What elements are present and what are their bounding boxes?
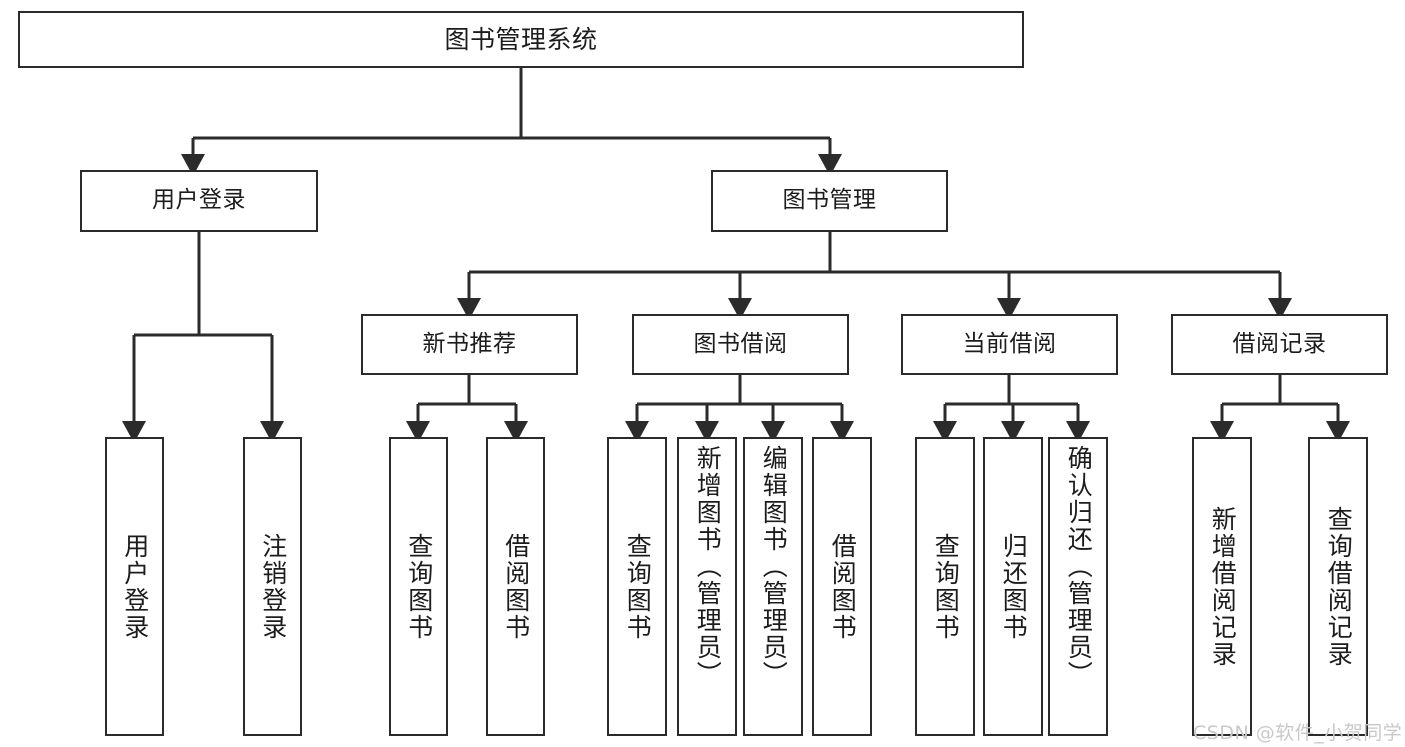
node-user-login[interactable]: 用户登录 (80, 170, 318, 232)
node-leaf-add-borrow-record[interactable]: 新增借阅记录 (1192, 437, 1252, 736)
node-book-borrow[interactable]: 图书借阅 (632, 314, 849, 375)
node-leaf-query-book-recommend-label: 查询图书 (404, 532, 434, 641)
node-leaf-user-login-label: 用户登录 (120, 532, 150, 641)
node-leaf-borrow-book-recommend[interactable]: 借阅图书 (486, 437, 545, 736)
node-leaf-user-logout[interactable]: 注销登录 (243, 437, 302, 736)
node-leaf-edit-book-label: 编辑图书（管理员） (759, 445, 789, 688)
node-leaf-query-book-current[interactable]: 查询图书 (915, 437, 975, 736)
node-leaf-query-book-current-label: 查询图书 (931, 532, 961, 641)
node-leaf-confirm-return[interactable]: 确认归还（管理员） (1048, 437, 1108, 736)
node-book-borrow-label: 图书借阅 (693, 330, 788, 357)
node-leaf-add-borrow-record-label: 新增借阅记录 (1208, 505, 1238, 668)
node-borrow-record[interactable]: 借阅记录 (1171, 314, 1388, 375)
node-book-manage[interactable]: 图书管理 (711, 170, 948, 232)
node-leaf-edit-book[interactable]: 编辑图书（管理员） (743, 437, 803, 736)
node-leaf-user-logout-label: 注销登录 (258, 532, 288, 641)
node-user-login-label: 用户登录 (152, 187, 246, 214)
node-current-borrow-label: 当前借阅 (962, 330, 1057, 357)
node-leaf-return-book[interactable]: 归还图书 (983, 437, 1043, 736)
node-current-borrow[interactable]: 当前借阅 (901, 314, 1118, 375)
node-leaf-borrow-book-label: 借阅图书 (828, 532, 858, 641)
node-leaf-user-login[interactable]: 用户登录 (105, 437, 164, 736)
node-book-manage-label: 图书管理 (782, 187, 877, 214)
node-leaf-query-book-borrow[interactable]: 查询图书 (607, 437, 667, 736)
node-leaf-query-book-recommend[interactable]: 查询图书 (389, 437, 448, 736)
node-leaf-borrow-book[interactable]: 借阅图书 (812, 437, 872, 736)
node-new-book-recommend-label: 新书推荐 (422, 330, 517, 357)
csdn-watermark: CSDN @软件_小贺同学 (1193, 722, 1403, 744)
node-leaf-add-book[interactable]: 新增图书（管理员） (677, 437, 737, 736)
node-leaf-query-borrow-record-label: 查询借阅记录 (1324, 505, 1354, 668)
node-new-book-recommend[interactable]: 新书推荐 (361, 314, 578, 375)
node-leaf-query-book-borrow-label: 查询图书 (623, 532, 653, 641)
node-borrow-record-label: 借阅记录 (1232, 330, 1327, 357)
node-leaf-query-borrow-record[interactable]: 查询借阅记录 (1308, 437, 1368, 736)
node-leaf-borrow-book-recommend-label: 借阅图书 (501, 532, 531, 641)
node-root-label: 图书管理系统 (444, 24, 598, 54)
node-leaf-confirm-return-label: 确认归还（管理员） (1064, 445, 1094, 688)
node-leaf-add-book-label: 新增图书（管理员） (693, 445, 723, 688)
node-leaf-return-book-label: 归还图书 (999, 532, 1029, 641)
node-root[interactable]: 图书管理系统 (18, 11, 1024, 68)
